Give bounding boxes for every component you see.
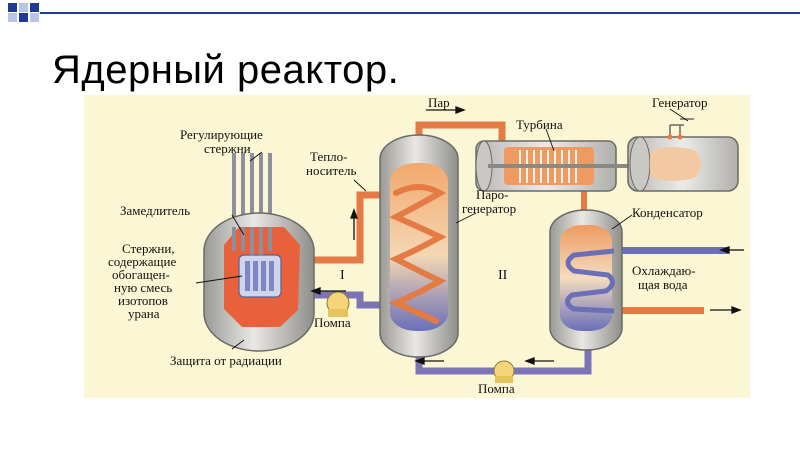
- label-control-rods-1: Регулирующие: [180, 127, 263, 142]
- fuel-rods: [245, 261, 274, 291]
- label-generator: Генератор: [652, 95, 707, 110]
- label-cooling-water-1: Охлаждаю-: [632, 263, 696, 278]
- label-steam-generator-1: Паро-: [476, 187, 509, 202]
- hot-coolant-pipe: [310, 191, 384, 264]
- generator: [627, 118, 739, 192]
- label-coolant-1: Тепло-: [310, 149, 348, 164]
- label-pump-secondary: Помпа: [478, 381, 515, 396]
- label-fuel-rods-3: обогащен-: [112, 267, 170, 282]
- turbine-shaft: [488, 164, 628, 168]
- label-condenser: Конденсатор: [632, 205, 703, 220]
- label-shield: Защита от радиации: [170, 353, 282, 368]
- label-control-rods-2: стержни: [204, 141, 251, 156]
- label-circuit-two: II: [498, 268, 508, 283]
- label-pump-primary: Помпа: [314, 315, 351, 330]
- label-moderator: Замедлитель: [120, 203, 190, 218]
- slide-title: Ядерный реактор.: [52, 48, 400, 92]
- primary-pump: [326, 291, 350, 317]
- label-fuel-rods-5: изотопов: [118, 293, 168, 308]
- cooling-water-in-pipe: [614, 247, 728, 254]
- slide-decoration: [0, 0, 800, 22]
- label-fuel-rods-4: ную смесь: [114, 280, 172, 295]
- label-cooling-water-2: щая вода: [638, 277, 688, 292]
- label-steam-generator-2: генератор: [462, 201, 516, 216]
- cooling-coil: [565, 248, 615, 314]
- reactor-vessel: [203, 212, 315, 352]
- cooling-water-out-pipe: [614, 307, 704, 314]
- secondary-pump: [493, 360, 515, 383]
- label-circuit-one: I: [340, 268, 345, 283]
- control-rods: [232, 153, 272, 235]
- heat-exchange-coil: [388, 184, 447, 324]
- turbine: [475, 140, 628, 192]
- steam-generator: [379, 134, 459, 358]
- label-steam: Пар: [428, 95, 450, 110]
- generator-terminals: [669, 118, 694, 139]
- label-coolant-2: носитель: [306, 163, 356, 178]
- label-fuel-rods-2: содержащие: [108, 254, 176, 269]
- reactor-diagram: Регулирующие стержни Замедлитель Стержни…: [84, 95, 750, 398]
- steam-pipe: [415, 121, 506, 153]
- label-turbine: Турбина: [516, 117, 563, 132]
- label-fuel-rods-1: Стержни,: [122, 241, 175, 256]
- condenser: [549, 209, 623, 351]
- diagram-svg: Регулирующие стержни Замедлитель Стержни…: [84, 95, 750, 398]
- label-fuel-rods-6: урана: [128, 306, 160, 321]
